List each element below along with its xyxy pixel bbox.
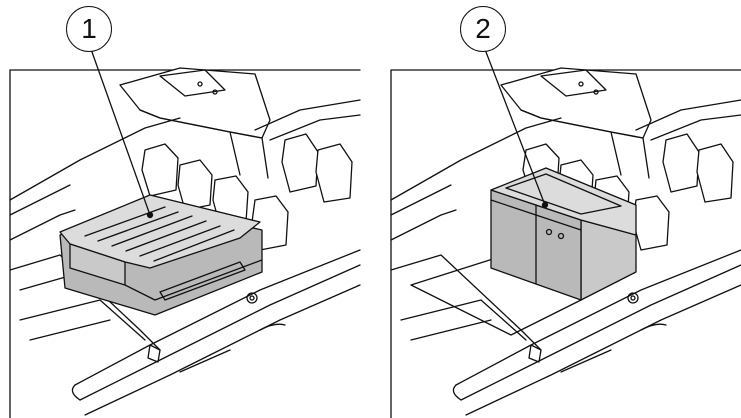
deck-step: [400, 299, 527, 341]
callout-1-label: 1: [81, 13, 97, 44]
side-handle: [259, 323, 286, 331]
figure-2: 2: [381, 0, 741, 418]
side-handle: [640, 323, 667, 331]
seat: [141, 143, 179, 197]
cleat: [147, 344, 161, 363]
roof-fastener: [578, 81, 584, 87]
console-roof-edge: [520, 109, 644, 139]
hull-side: [254, 99, 361, 131]
bow-rail-end: [71, 384, 81, 401]
seat: [177, 159, 213, 211]
cabinet-knob: [545, 228, 553, 236]
leader-line-1: [91, 51, 151, 216]
console-roof-panel: [159, 69, 226, 97]
bow-rail: [460, 264, 741, 401]
boat-drawing-2: [390, 51, 741, 418]
cushion-stripe: [139, 225, 221, 257]
console-roof: [119, 67, 271, 139]
cushion-stripe: [125, 220, 207, 252]
cabinet-top-inner: [505, 173, 622, 215]
hull-side: [635, 99, 741, 131]
cabinet-knob: [557, 232, 565, 240]
hull-outer: [390, 117, 562, 201]
cushion-stripe: [153, 229, 235, 262]
hull-outer: [390, 184, 452, 216]
cleat-bolt: [627, 292, 639, 304]
hull-outer: [9, 117, 181, 201]
cushion-stripe: [84, 206, 166, 237]
cabinet-top: [490, 167, 637, 236]
deck-step: [29, 319, 111, 341]
seat: [315, 143, 353, 203]
deck-step: [410, 319, 492, 341]
hull-gunwale: [9, 209, 76, 241]
roof-fastener: [593, 89, 599, 95]
console-roof: [500, 67, 652, 139]
leader-dot-1: [146, 211, 154, 219]
cleat-bolt: [249, 295, 255, 301]
frame-border: [390, 69, 741, 418]
boat-drawing-1: [9, 51, 361, 418]
cushion-stripe: [111, 215, 193, 247]
roof-fastener: [212, 89, 218, 95]
bow-rail: [455, 249, 741, 386]
deck-step: [19, 299, 146, 341]
callout-2: 2: [460, 6, 506, 52]
bow-rail: [79, 264, 361, 401]
console-pillar: [642, 137, 650, 179]
console-pillar: [261, 137, 269, 179]
bow-lower: [84, 284, 361, 416]
leader-line-2: [485, 51, 546, 206]
hull-outer: [9, 184, 71, 216]
cushion-front-edge: [124, 259, 263, 301]
cabinet-door-edge: [490, 199, 582, 231]
console-pillar: [229, 131, 241, 176]
console-roof-edge: [139, 109, 263, 139]
seat: [696, 143, 734, 203]
deck-edge: [390, 254, 542, 351]
cleat: [528, 344, 542, 363]
seat: [662, 133, 700, 193]
frame-border: [9, 69, 361, 418]
hull-gunwale: [390, 209, 457, 241]
leader-dot-2: [541, 201, 549, 209]
callout-2-label: 2: [475, 13, 491, 44]
hull-side: [269, 114, 361, 141]
bow-lower: [465, 284, 741, 416]
bow-rail: [74, 249, 361, 386]
cleat-bolt: [246, 292, 258, 304]
cushion-stripe: [97, 211, 179, 242]
bow-rail-end: [452, 384, 462, 401]
side-handle: [179, 349, 231, 373]
figure-1: 1: [0, 0, 361, 418]
roof-fastener: [197, 81, 203, 87]
console-roof-panel: [540, 69, 607, 97]
hull-side: [650, 114, 741, 141]
cleat-bolt: [630, 295, 636, 301]
console-pillar: [610, 131, 622, 176]
side-handle: [560, 349, 612, 373]
seat: [281, 133, 319, 193]
seat: [632, 195, 670, 251]
callout-1: 1: [66, 6, 112, 52]
